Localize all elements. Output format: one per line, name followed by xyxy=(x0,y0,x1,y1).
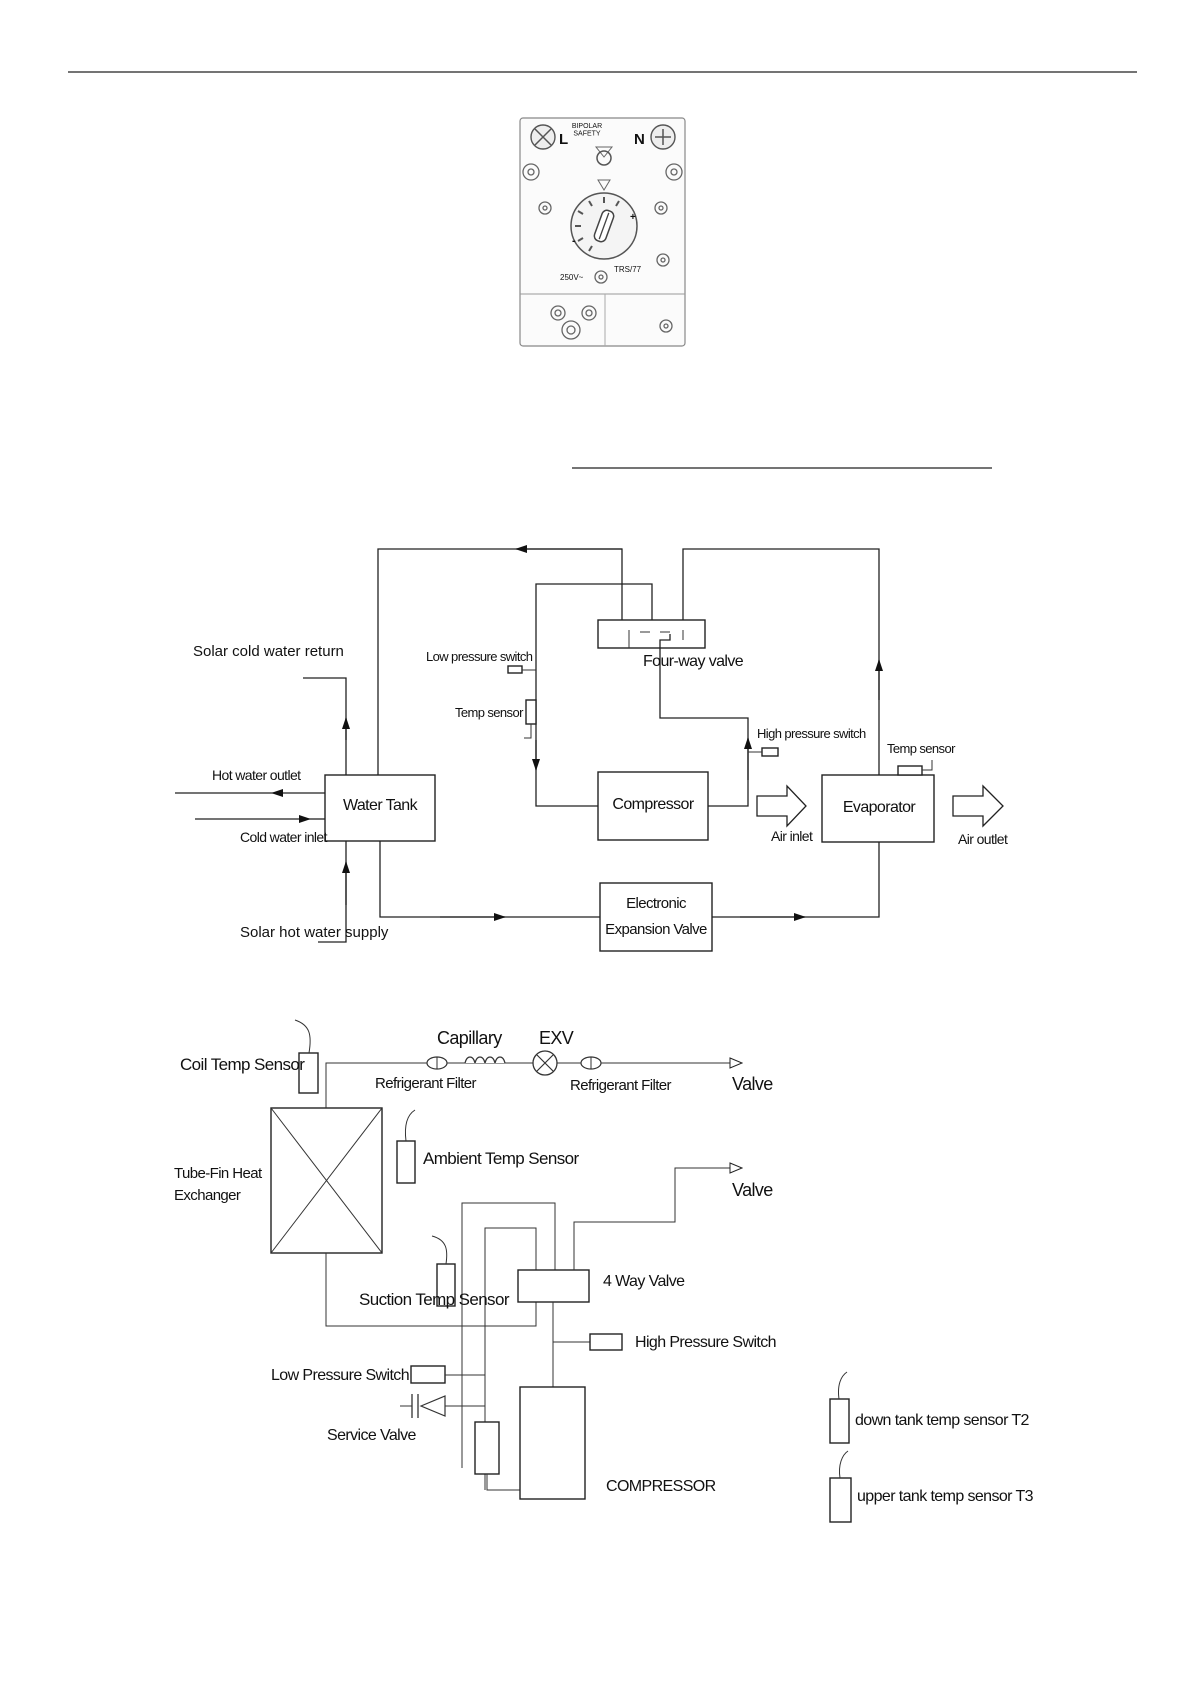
low-pressure-switch-label-2: Low Pressure Switch xyxy=(271,1367,409,1384)
valve-top-label: Valve xyxy=(732,1074,773,1094)
terminal-l-label: L xyxy=(559,131,568,148)
compressor-label: Compressor xyxy=(612,796,694,813)
water-tank-box xyxy=(324,774,436,842)
exv-label-line2: Expansion Valve xyxy=(605,921,707,938)
four-way-valve-label: Four-way valve xyxy=(643,653,744,670)
refrigerant-filter-1-icon xyxy=(426,1056,448,1070)
heat-exchanger-label-line1: Tube-Fin Heat xyxy=(174,1165,263,1182)
temperature-dial-icon xyxy=(570,179,638,260)
down-tank-sensor-label: down tank temp sensor T2 xyxy=(855,1412,1030,1429)
ambient-temp-sensor-icon xyxy=(396,1140,416,1184)
service-valve-icon xyxy=(400,1394,485,1418)
refrigerant-filter-1-label: Refrigerant Filter xyxy=(375,1075,477,1092)
service-valve-label: Service Valve xyxy=(327,1427,417,1444)
ambient-temp-sensor-label: Ambient Temp Sensor xyxy=(423,1149,579,1168)
exv-box xyxy=(599,882,713,952)
high-pressure-switch-icon-2 xyxy=(589,1333,623,1351)
refrigerant-filter-2-icon xyxy=(580,1056,602,1070)
discharge-line xyxy=(659,634,749,807)
hot-water-outlet-label: Hot water outlet xyxy=(212,767,301,783)
capillary-label: Capillary xyxy=(437,1028,502,1048)
four-way-valve-box-2 xyxy=(517,1269,590,1303)
reset-button-icon xyxy=(596,150,612,166)
exv-icon xyxy=(532,1050,558,1076)
refrigerant-filter-2-label: Refrigerant Filter xyxy=(570,1077,672,1094)
coil-temp-sensor-icon xyxy=(298,1052,319,1094)
low-pressure-switch-icon-2 xyxy=(410,1365,446,1384)
terminal-n-label: N xyxy=(634,131,645,148)
high-pressure-switch-label: High pressure switch xyxy=(757,726,866,741)
exv-label: EXV xyxy=(539,1028,574,1048)
down-tank-sensor-icon xyxy=(829,1398,850,1444)
solar-hot-supply-label: Solar hot water supply xyxy=(240,924,389,941)
air-inlet-arrow-icon xyxy=(756,784,807,828)
terminal-screw-n-icon xyxy=(650,124,676,150)
coil-temp-sensor-label: Coil Temp Sensor xyxy=(180,1055,305,1074)
compressor-box-2 xyxy=(519,1386,586,1500)
solar-return-line xyxy=(303,677,347,775)
system-flow-diagram: Solar cold water return Hot water outlet… xyxy=(175,545,1009,952)
solar-cold-return-label: Solar cold water return xyxy=(193,643,344,660)
four-way-valve-label-2: 4 Way Valve xyxy=(603,1273,685,1290)
temp-sensor-right-label: Temp sensor xyxy=(887,741,956,756)
exchanger-to-valve-line xyxy=(325,1253,537,1327)
valve-mid-label: Valve xyxy=(732,1180,773,1200)
evaporator-label: Evaporator xyxy=(843,799,917,816)
upper-tank-sensor-label: upper tank temp sensor T3 xyxy=(857,1488,1034,1505)
rating-label: TRS/77 xyxy=(614,265,642,274)
exv-label-line1: Electronic xyxy=(626,895,687,912)
accumulator-icon xyxy=(474,1421,500,1475)
suction-line xyxy=(535,583,653,807)
water-tank-label: Water Tank xyxy=(343,797,419,814)
air-outlet-label: Air outlet xyxy=(958,831,1008,847)
low-pressure-switch-icon xyxy=(507,665,523,674)
dial-plus-label: + xyxy=(630,212,636,223)
capillary-coil-icon xyxy=(464,1056,506,1064)
four-way-valve-box xyxy=(597,619,706,649)
low-pressure-switch-label: Low pressure switch xyxy=(426,649,533,664)
temp-sensor-left-icon xyxy=(525,699,537,725)
valve-loop-outer xyxy=(461,1202,556,1468)
terminal-screw-l-icon xyxy=(530,124,556,150)
suction-temp-sensor-label: Suction Temp Sensor xyxy=(359,1290,510,1309)
exv-to-evaporator-line xyxy=(712,842,880,918)
upper-tank-sensor-icon xyxy=(829,1477,852,1523)
voltage-label: 250V~ xyxy=(560,273,584,282)
air-outlet-arrow-icon xyxy=(952,784,1004,828)
high-pressure-switch-icon xyxy=(761,747,779,757)
air-inlet-label: Air inlet xyxy=(771,828,813,844)
valve-mid-line xyxy=(573,1167,734,1270)
dial-minus-label: - xyxy=(572,235,576,247)
compressor-label-2: COMPRESSOR xyxy=(606,1478,716,1495)
mounting-hole-icons xyxy=(522,163,683,340)
compressor-box xyxy=(597,771,709,841)
heat-exchanger-label-line2: Exchanger xyxy=(174,1187,241,1204)
cold-water-inlet-label: Cold water inlet xyxy=(240,829,328,845)
refrigerant-circuit-diagram: Coil Temp Sensor Capillary EXV Refrigera… xyxy=(174,1019,1034,1523)
evaporator-box xyxy=(821,774,935,843)
high-pressure-switch-label-2: High Pressure Switch xyxy=(635,1334,776,1351)
evaporator-temp-sensor-icon xyxy=(897,765,923,776)
tank-to-exv-line xyxy=(379,841,600,918)
temp-sensor-left-label: Temp sensor xyxy=(455,705,524,720)
